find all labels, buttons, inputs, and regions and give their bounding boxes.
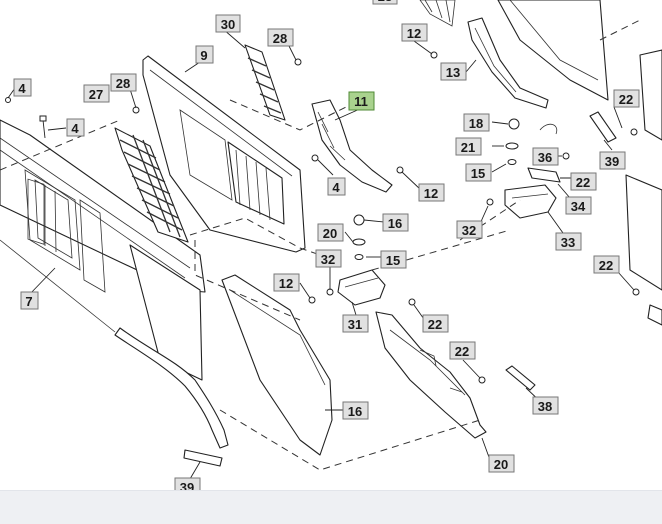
part-right-edge-panels (625, 49, 662, 326)
callout-22-mid-right[interactable]: 22 (570, 172, 597, 191)
svg-text:36: 36 (538, 150, 552, 165)
callout-18[interactable]: 16 (342, 401, 369, 420)
svg-text:9: 9 (200, 48, 207, 63)
svg-text:21: 21 (461, 140, 475, 155)
callout-9[interactable]: 9 (195, 45, 214, 64)
svg-text:4: 4 (18, 81, 26, 96)
callout-22-lower-right[interactable]: 22 (593, 255, 620, 274)
callout-39-bottom[interactable]: 39 (174, 477, 201, 490)
part-34-plate (527, 167, 561, 183)
callout-4-mid[interactable]: 4 (66, 118, 85, 137)
svg-text:27: 27 (89, 87, 103, 102)
svg-text:22: 22 (455, 344, 469, 359)
callout-23[interactable]: 23 (372, 0, 398, 5)
svg-text:11: 11 (354, 94, 368, 109)
svg-text:30: 30 (221, 17, 235, 32)
svg-text:22: 22 (619, 92, 633, 107)
svg-text:22: 22 (576, 175, 590, 190)
callout-32-center[interactable]: 32 (315, 249, 342, 268)
svg-text:12: 12 (407, 26, 421, 41)
svg-text:28: 28 (116, 76, 130, 91)
callout-38[interactable]: 38 (532, 396, 559, 415)
parts-layer (0, 0, 662, 471)
viewer-footer-bar (0, 490, 662, 524)
callouts: 23 30 28 9 4 28 27 4 (13, 0, 640, 490)
svg-text:22: 22 (599, 258, 613, 273)
callout-28-top[interactable]: 28 (267, 28, 294, 47)
svg-text:4: 4 (332, 180, 340, 195)
callout-12-top[interactable]: 12 (401, 23, 428, 42)
part-upper-door-frame (419, 0, 609, 101)
svg-text:28: 28 (273, 31, 287, 46)
screws (5, 51, 640, 384)
svg-text:39: 39 (180, 480, 194, 490)
svg-text:20: 20 (494, 457, 508, 472)
callout-4-right[interactable]: 4 (327, 177, 346, 196)
svg-text:23: 23 (378, 0, 392, 4)
svg-text:32: 32 (462, 223, 476, 238)
svg-text:31: 31 (348, 317, 362, 332)
part-38-strip (505, 365, 536, 391)
part-13-trim-arm (467, 17, 549, 109)
callout-30[interactable]: 30 (215, 14, 241, 33)
callout-22-lower-center[interactable]: 22 (449, 341, 476, 360)
callout-7[interactable]: 7 (20, 291, 39, 310)
callout-20-right[interactable]: 21 (455, 137, 482, 156)
svg-text:16: 16 (348, 404, 362, 419)
part-11-bracket (311, 99, 393, 193)
callout-12-mid[interactable]: 12 (418, 183, 445, 202)
callout-12-lower[interactable]: 12 (273, 273, 300, 292)
svg-text:12: 12 (424, 186, 438, 201)
callout-11-highlighted[interactable]: 11 (348, 91, 375, 111)
svg-text:20: 20 (323, 226, 337, 241)
svg-text:32: 32 (321, 252, 335, 267)
callout-20-center[interactable]: 20 (317, 223, 344, 242)
callout-34[interactable]: 34 (565, 196, 592, 215)
part-30-grille (244, 44, 286, 121)
part-39-strip-upper (589, 111, 617, 143)
callout-33[interactable]: 33 (555, 232, 582, 251)
part-39-strip-lower (183, 449, 223, 467)
svg-text:38: 38 (538, 399, 552, 414)
callout-16-right[interactable]: 18 (463, 113, 490, 132)
svg-text:34: 34 (571, 199, 586, 214)
callout-31[interactable]: 31 (342, 314, 369, 333)
part-31-bracket (337, 269, 386, 306)
callout-22-center[interactable]: 22 (422, 314, 449, 333)
hardware-group (352, 118, 558, 260)
callout-21[interactable]: 20 (488, 454, 515, 473)
exploded-parts-diagram: 23 30 28 9 4 28 27 4 (0, 0, 662, 490)
part-21-lower-cover (375, 311, 487, 439)
svg-text:22: 22 (428, 317, 442, 332)
svg-text:18: 18 (469, 116, 483, 131)
callout-22-top-right[interactable]: 22 (613, 89, 640, 108)
callout-4-top-left[interactable]: 4 (13, 78, 32, 97)
callout-28-left[interactable]: 28 (110, 73, 137, 92)
svg-text:39: 39 (605, 154, 619, 169)
callout-15-center[interactable]: 15 (380, 250, 407, 269)
svg-text:33: 33 (561, 235, 575, 250)
assembly-dashed-lines (0, 19, 641, 471)
svg-text:13: 13 (446, 65, 460, 80)
callout-36[interactable]: 36 (532, 147, 559, 166)
callout-27[interactable]: 27 (83, 84, 110, 103)
callout-15-right[interactable]: 15 (465, 163, 492, 182)
svg-text:4: 4 (71, 121, 79, 136)
part-7-side-panel (0, 119, 229, 449)
callout-16-center[interactable]: 16 (382, 213, 409, 232)
callout-13[interactable]: 13 (440, 62, 467, 81)
svg-text:7: 7 (25, 294, 32, 309)
svg-text:15: 15 (386, 253, 400, 268)
svg-text:16: 16 (388, 216, 402, 231)
callout-32-right[interactable]: 32 (456, 220, 483, 239)
part-9-rear-panel (142, 55, 306, 253)
part-27-grille (114, 127, 189, 243)
svg-text:12: 12 (279, 276, 293, 291)
part-18-lower-cover (221, 274, 333, 456)
svg-text:15: 15 (471, 166, 485, 181)
callout-39-right[interactable]: 39 (599, 151, 626, 170)
